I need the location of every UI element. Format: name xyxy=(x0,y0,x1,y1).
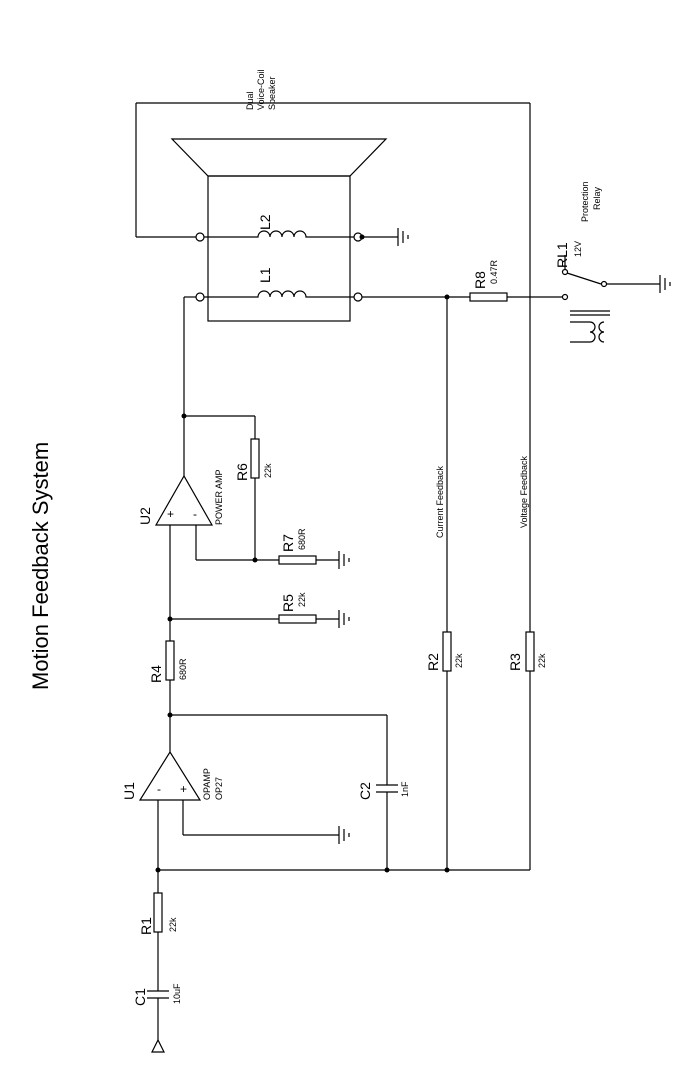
r3-value: 22k xyxy=(537,653,547,668)
r5-value: 22k xyxy=(297,592,307,607)
resistor-r6 xyxy=(250,438,260,479)
u2-plus-pin: + xyxy=(167,507,174,521)
r8-ref: R8 xyxy=(472,271,488,289)
ground-icon xyxy=(338,551,350,569)
r7-value: 680R xyxy=(297,528,307,550)
resistor-r4 xyxy=(165,640,175,681)
r5-ref: R5 xyxy=(280,594,296,612)
terminal xyxy=(353,292,363,302)
r1-ref: R1 xyxy=(138,917,154,935)
r3-ref: R3 xyxy=(507,653,523,671)
c2-value: 1nF xyxy=(400,781,410,797)
resistor-r8 xyxy=(469,292,508,302)
resistor-r1 xyxy=(153,892,163,933)
c1-value: 10uF xyxy=(172,983,182,1004)
u1-ref: U1 xyxy=(121,782,137,800)
junction-dot xyxy=(181,413,187,419)
r1-value: 22k xyxy=(168,917,178,932)
ground-icon xyxy=(659,275,671,293)
l1-ref: L1 xyxy=(257,267,273,283)
inductor-l1 xyxy=(204,290,354,298)
rl1-desc-line1: Protection xyxy=(580,181,590,222)
ground-icon xyxy=(397,228,409,246)
u2-minus-pin: - xyxy=(193,507,197,521)
l2-ref: L2 xyxy=(257,214,273,230)
r4-ref: R4 xyxy=(148,665,164,683)
terminal xyxy=(195,292,205,302)
resistor-r7 xyxy=(278,555,317,565)
r4-value: 680R xyxy=(178,658,188,680)
terminal xyxy=(195,232,205,242)
r8-value: 0.47R xyxy=(489,259,499,284)
relay-rl1 xyxy=(561,255,660,343)
ground-icon xyxy=(338,826,350,844)
c2-ref: C2 xyxy=(357,782,373,800)
u1-minus-pin: - xyxy=(157,782,161,796)
speaker-label-line3: Speaker xyxy=(267,76,277,110)
u1-plus-pin: + xyxy=(180,782,187,796)
resistor-r3 xyxy=(525,631,535,672)
speaker-label-line1: Dual xyxy=(245,91,255,110)
u1-type: OPAMP xyxy=(202,768,212,800)
power-amp-u2 xyxy=(154,474,214,526)
r7-ref: R7 xyxy=(280,534,296,552)
speaker-label-line2: Voice-Coil xyxy=(256,69,266,110)
u2-ref: U2 xyxy=(137,507,153,525)
speaker-icon xyxy=(170,138,388,322)
ground-icon xyxy=(338,610,350,628)
rl1-ref: RL1 xyxy=(554,242,570,268)
capacitor-c1 xyxy=(147,990,169,999)
capacitor-c2 xyxy=(376,784,398,793)
opamp-u1 xyxy=(138,750,202,801)
rl1-value: 12V xyxy=(573,241,583,257)
r6-ref: R6 xyxy=(234,463,250,481)
r2-value: 22k xyxy=(454,653,464,668)
r2-ref: R2 xyxy=(425,653,441,671)
input-terminal xyxy=(151,1038,165,1053)
junction-dot xyxy=(359,234,365,240)
resistor-r2 xyxy=(442,631,452,672)
page-title: Motion Feedback System xyxy=(28,442,53,690)
current-feedback-label: Current Feedback xyxy=(435,465,445,538)
resistor-r5 xyxy=(278,614,317,624)
voltage-feedback-label: Voltage Feedback xyxy=(519,455,529,528)
u2-type: POWER AMP xyxy=(214,469,224,525)
rl1-desc-line2: Relay xyxy=(592,186,602,210)
u1-part: OP27 xyxy=(214,777,224,800)
c1-ref: C1 xyxy=(132,988,148,1006)
inductor-l2 xyxy=(204,230,354,238)
r6-value: 22k xyxy=(263,463,273,478)
